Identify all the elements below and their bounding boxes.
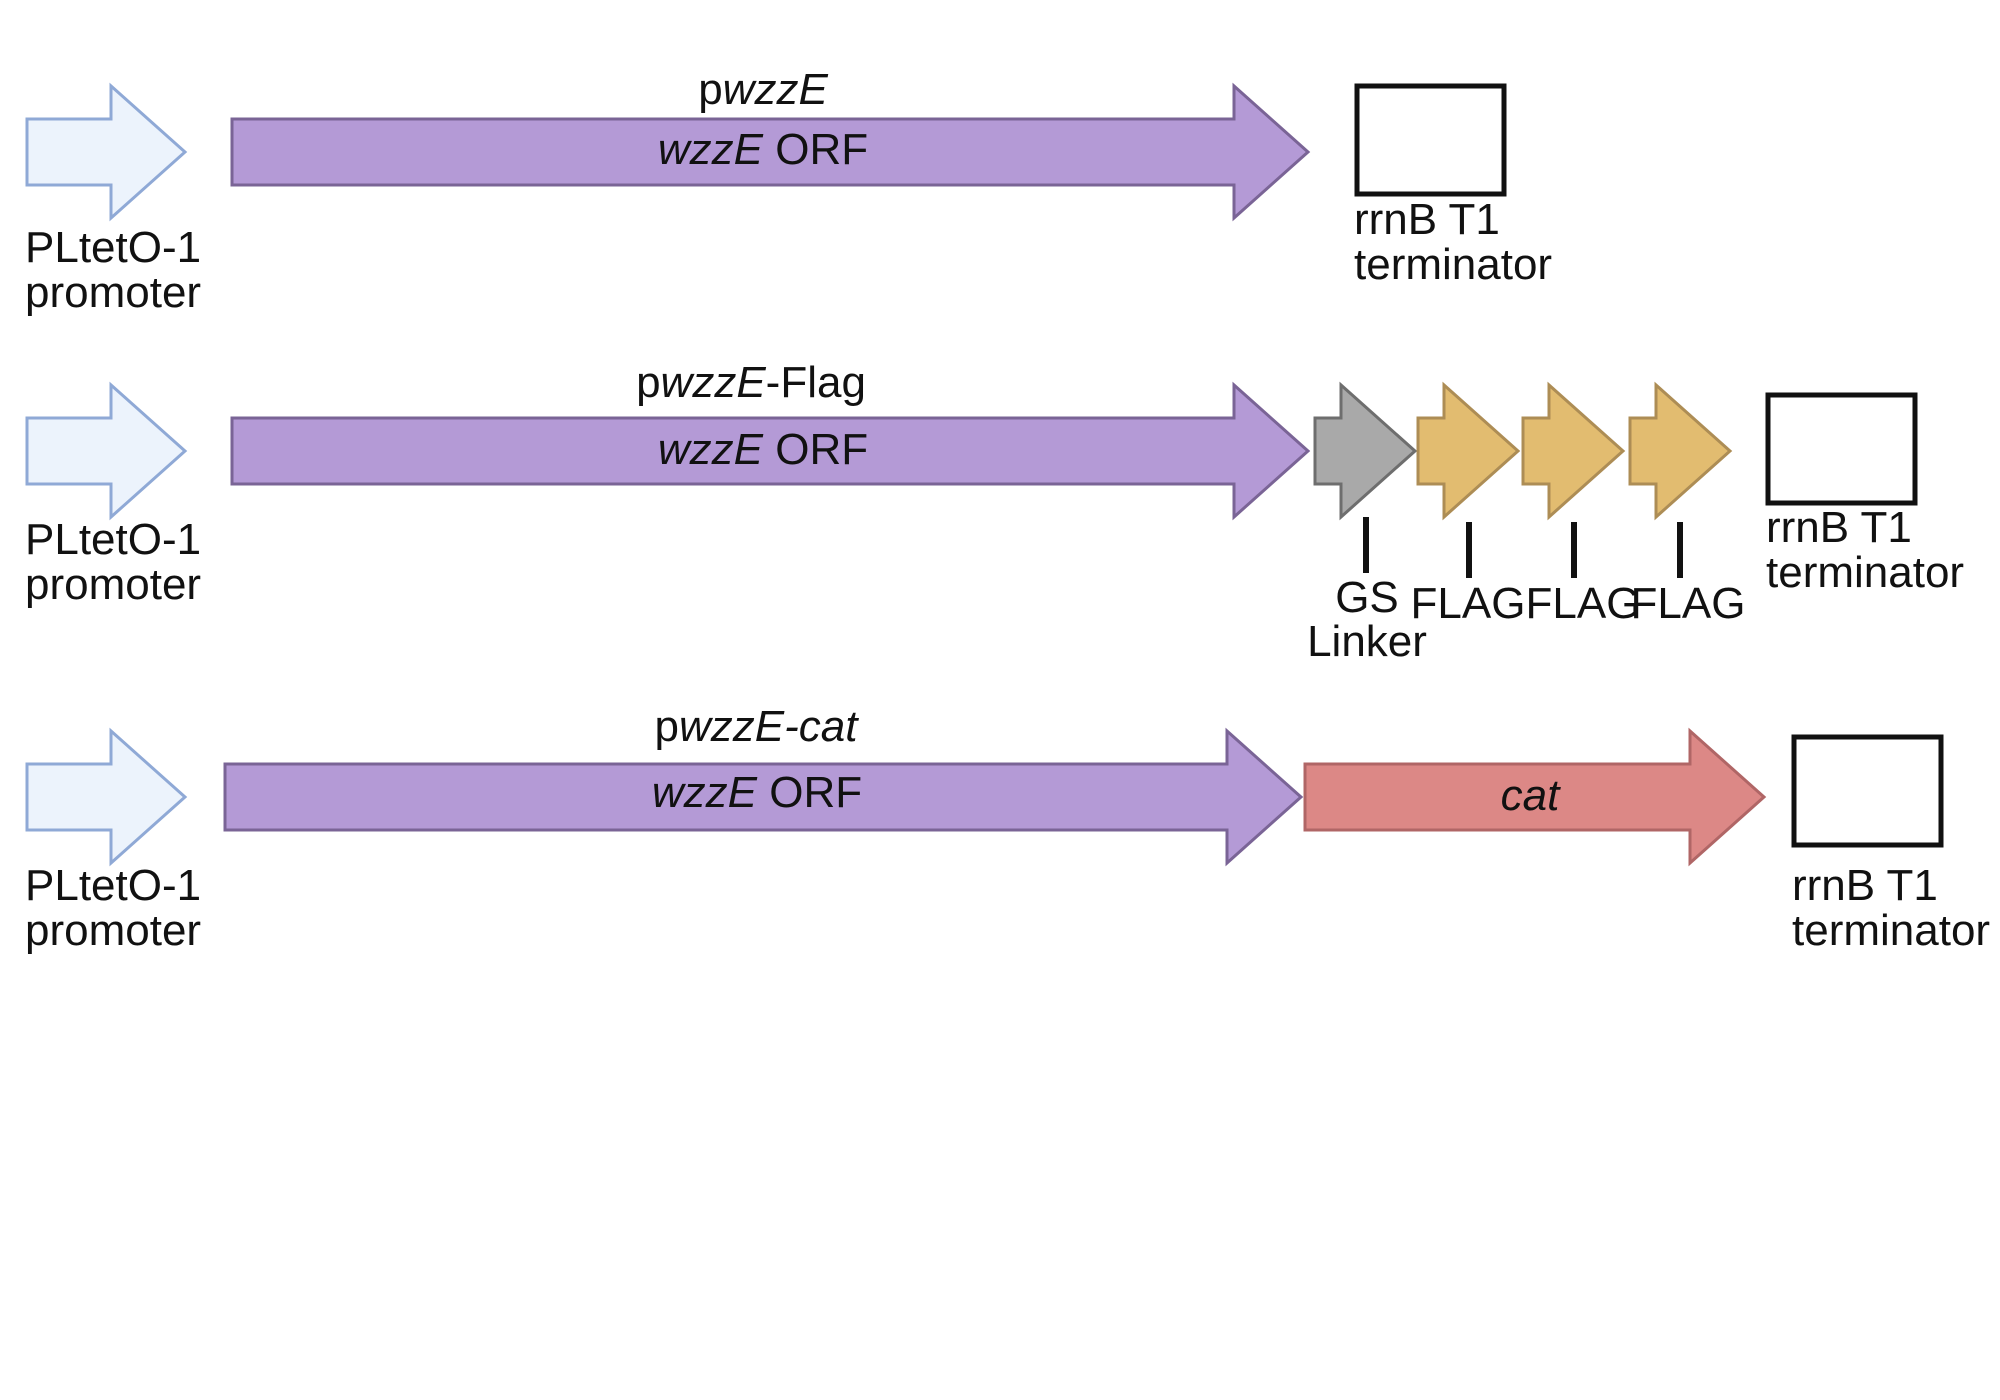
gs-linker-arrow [1313,381,1418,521]
cat-gene-arrow [1303,727,1767,867]
promoter-arrow [25,727,188,867]
terminator-label: rrnB T1 [1792,861,1938,910]
flag-label: FLAG [1411,579,1526,628]
promoter-label: PLtetO-1 [25,861,201,910]
promoter-label: promoter [25,906,201,955]
construct-title: pwzzE-cat [655,702,860,751]
promoter-label: PLtetO-1 [25,515,201,564]
construct-pwzze-cat: pwzzE-cat PLtetO-1 promoter wzzE ORF cat… [25,702,1990,955]
orf-arrow [230,82,1311,222]
orf-label: wzzE ORF [658,125,868,174]
construct-title: pwzzE-Flag [636,358,866,407]
orf-arrow [230,381,1311,521]
orf-label: wzzE ORF [658,425,868,474]
terminator-box [1791,734,1944,848]
orf-label: wzzE ORF [652,768,862,817]
terminator-box [1765,392,1918,506]
gs-linker-label: GS [1335,573,1399,622]
flag-label: FLAG [1526,579,1641,628]
terminator-label: terminator [1354,240,1552,289]
flag-label: FLAG [1631,579,1746,628]
promoter-arrow [25,82,188,222]
construct-pwzze-flag: pwzzE-Flag PLtetO-1 promoter wzzE ORF GS… [25,358,1964,666]
flag-tag-arrow [1416,381,1521,521]
construct-pwzze: pwzzE PLtetO-1 promoter wzzE ORF rrnB T1… [25,65,1552,317]
promoter-label: promoter [25,560,201,609]
orf-arrow [223,727,1304,867]
cat-gene-label: cat [1501,771,1561,820]
promoter-label: promoter [25,268,201,317]
flag-tag-arrow [1521,381,1626,521]
promoter-label: PLtetO-1 [25,223,201,272]
construct-title: pwzzE [698,65,828,114]
promoter-arrow [25,381,188,521]
terminator-label: rrnB T1 [1354,195,1500,244]
flag-tag-arrow [1628,381,1733,521]
terminator-label: rrnB T1 [1766,503,1912,552]
gs-linker-label: Linker [1307,617,1427,666]
terminator-label: terminator [1792,906,1990,955]
terminator-box [1354,83,1507,197]
terminator-label: terminator [1766,548,1964,597]
